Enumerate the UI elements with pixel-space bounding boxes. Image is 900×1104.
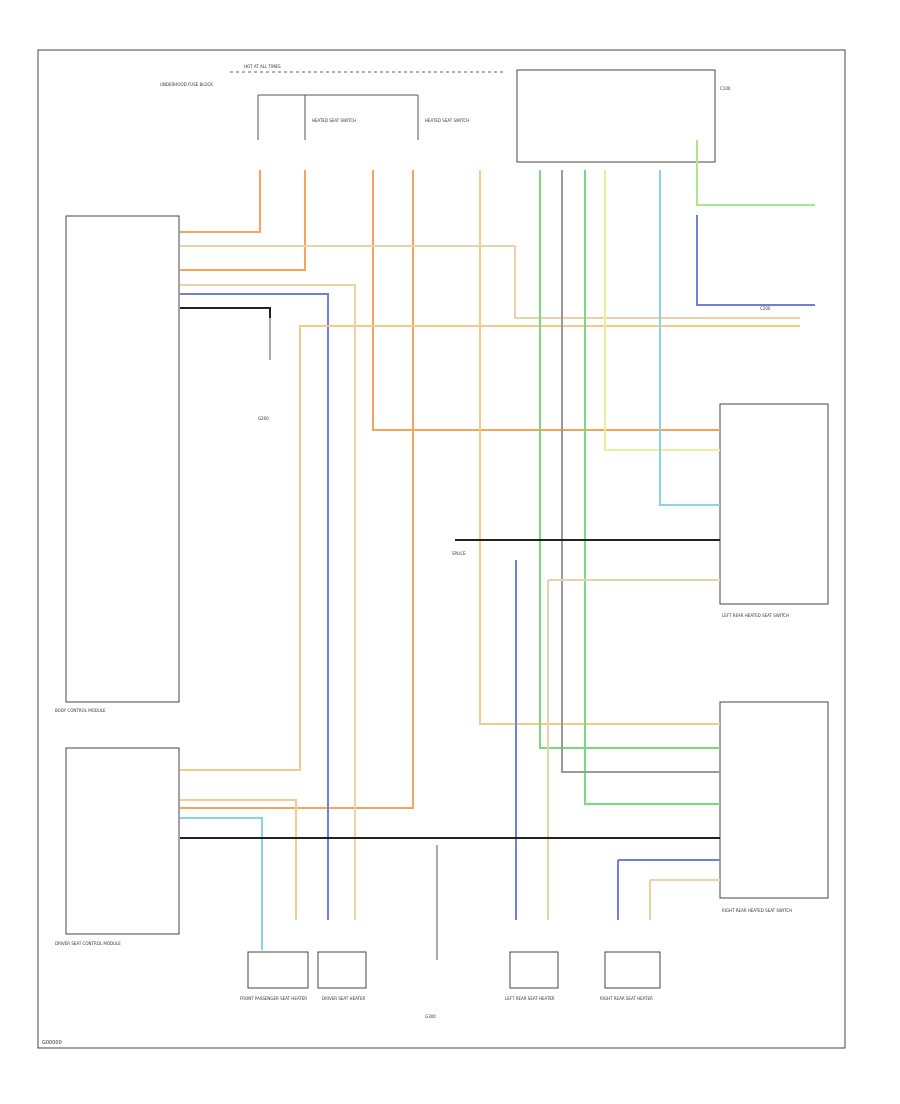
diagram-frame	[37, 49, 846, 1049]
motor-3-label: LEFT REAR SEAT HEATER	[505, 996, 555, 1001]
fuse-block: HOT AT ALL TIMES UNDERHOOD FUSE BLOCK	[160, 64, 505, 87]
wire-green-12	[584, 170, 720, 805]
right-rear-switch-module	[719, 701, 829, 899]
wire-tan-5	[180, 245, 800, 319]
driver-seat-module	[65, 747, 180, 935]
left-rear-switch-label: LEFT REAR HEATED SEAT SWITCH	[722, 613, 789, 618]
motor-driver: DRIVER SEAT HEATER	[317, 951, 367, 1001]
switch-2-label: HEATED SEAT SWITCH	[425, 118, 469, 123]
motor-4-label: RIGHT REAR SEAT HEATER	[600, 996, 653, 1001]
wires	[180, 140, 815, 950]
driver-module-label: DRIVER SEAT CONTROL MODULE	[55, 941, 121, 946]
wire-yellow-14	[604, 170, 720, 451]
splice-1-label: SPLICE	[452, 551, 466, 556]
motor-right-rear: RIGHT REAR SEAT HEATER	[600, 951, 661, 1001]
wire-green-11	[539, 170, 720, 749]
motor-1-label: FRONT PASSENGER SEAT HEATER	[240, 996, 307, 1001]
body-module-label: BODY CONTROL MODULE	[55, 708, 106, 713]
wire-orange-3	[180, 170, 414, 809]
wire-tan-20	[649, 879, 720, 920]
fuse-block-label: UNDERHOOD FUSE BLOCK	[160, 82, 213, 87]
wire-orange-0	[180, 170, 261, 233]
wire-orange-2	[372, 170, 720, 431]
footer-code: G00000	[42, 1040, 62, 1046]
right-rear-switch-label: RIGHT REAR HEATED SEAT SWITCH	[722, 908, 792, 913]
ground-1-label: G200	[258, 416, 269, 421]
fuse-block-title: HOT AT ALL TIMES	[244, 64, 281, 69]
wire-blue-7	[180, 293, 329, 920]
wire-tan-6	[180, 284, 356, 920]
left-rear-switch-module	[719, 403, 829, 605]
ground-2-label: G300	[425, 1014, 436, 1019]
wire-tan-21	[547, 579, 720, 920]
motor-2-label: DRIVER SEAT HEATER	[322, 996, 365, 1001]
motor-left-rear: LEFT REAR SEAT HEATER	[505, 951, 559, 1001]
wire-black-23	[180, 307, 271, 318]
connector-block-top	[516, 69, 716, 163]
wire-light-orange-8	[180, 799, 297, 920]
ground-1: G200	[258, 318, 271, 421]
wire-light-blue-10	[180, 817, 263, 950]
wire-orange-1	[180, 170, 306, 271]
motor-front-passenger: FRONT PASSENGER SEAT HEATER	[240, 951, 309, 1001]
top-switches: HEATED SEAT SWITCH HEATED SEAT SWITCH	[257, 94, 469, 140]
wire-blue-19	[617, 859, 720, 920]
switch-1-label: HEATED SEAT SWITCH	[312, 118, 356, 123]
wire-blue-17	[696, 215, 815, 306]
wire-light-orange-9	[180, 325, 800, 771]
connector-a-label: C100	[720, 86, 731, 91]
ground-2: G300	[425, 845, 438, 1019]
wire-light-green-16	[696, 140, 815, 206]
body-control-module	[65, 215, 180, 703]
connector-b-label: C200	[760, 306, 771, 311]
wire-light-orange-4	[479, 170, 720, 725]
wire-gray-13	[561, 170, 720, 773]
wire-light-blue-15	[659, 170, 720, 506]
